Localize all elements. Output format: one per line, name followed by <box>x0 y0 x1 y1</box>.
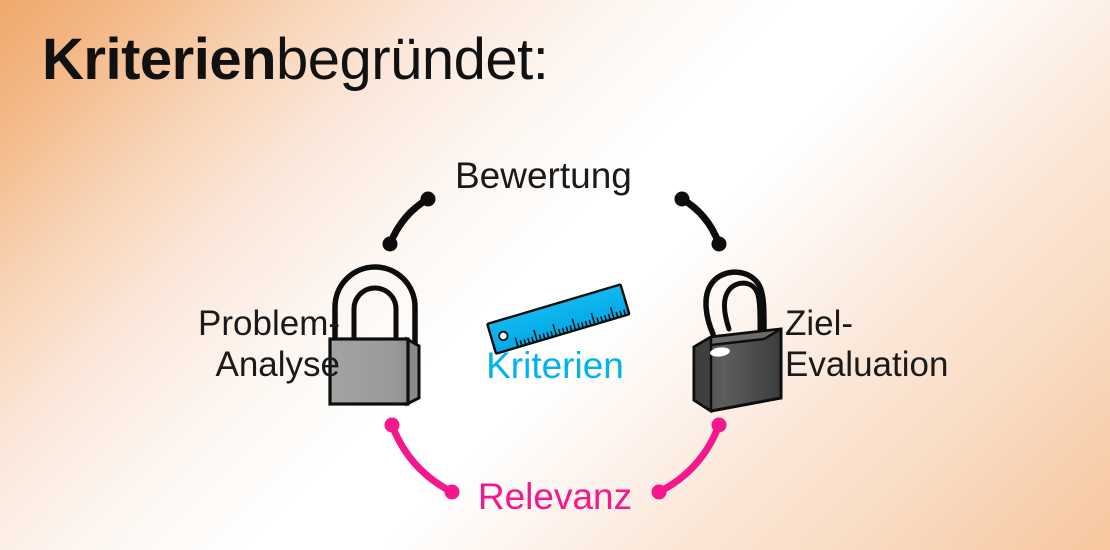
title-light: begründet: <box>276 27 549 92</box>
title-bold: Kriterien <box>42 27 277 92</box>
open-padlock-icon <box>692 269 783 414</box>
node-label-bewertung: Bewertung <box>455 155 632 196</box>
connector-arc-top-left <box>382 191 436 252</box>
node-label-relevanz: Relevanz <box>477 476 633 517</box>
ruler-icon <box>486 283 631 355</box>
node-label-problem-analyse: Problem- Analyse <box>198 304 340 385</box>
page-title: Kriterienbegründet: <box>42 27 549 92</box>
connector-arc-top-right <box>674 191 727 252</box>
node-label-kriterien: Kriterien <box>486 345 624 386</box>
node-label-ziel-evaluation: Ziel- Evaluation <box>785 304 949 385</box>
